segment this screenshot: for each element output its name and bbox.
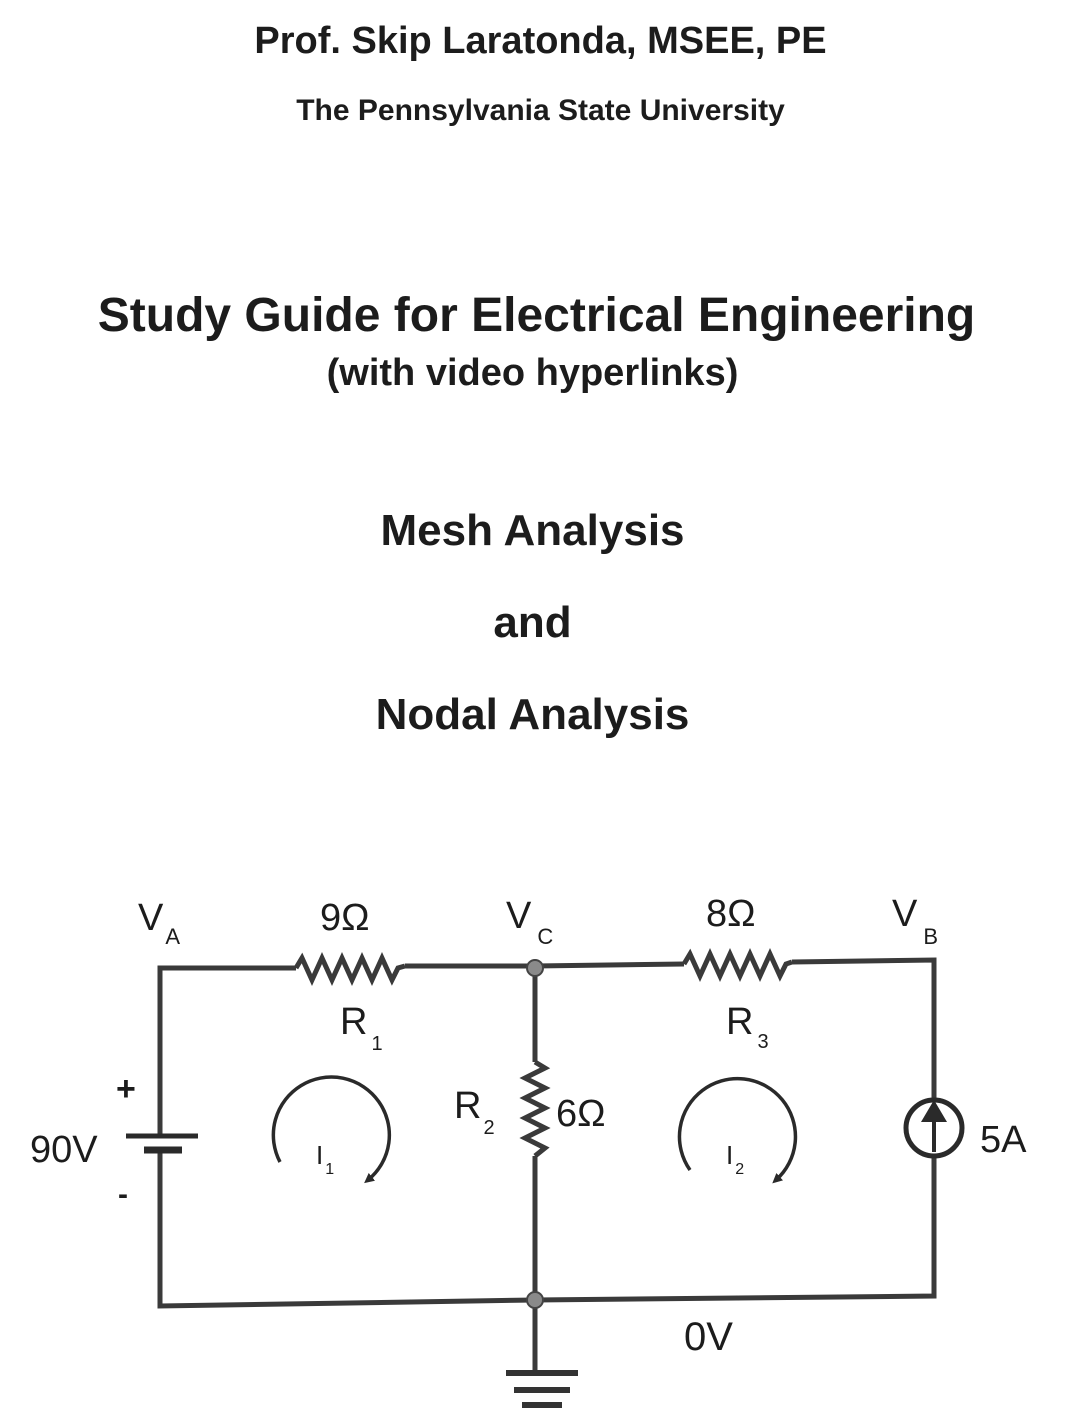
voltage-source-symbol <box>126 1133 198 1154</box>
wire-vc-r3 <box>534 961 685 969</box>
node-vc-dot <box>526 959 544 977</box>
voltage-source-plus: + <box>116 1070 136 1108</box>
mesh-current-i1-arrow-icon <box>271 1075 392 1184</box>
voltage-source-value: 90V <box>30 1129 98 1171</box>
topic-mesh-analysis: Mesh Analysis <box>380 506 685 555</box>
resistor-r1-label: R1 <box>340 1001 383 1055</box>
resistor-r2-label: R2 <box>454 1085 495 1139</box>
current-source-symbol <box>903 1097 965 1159</box>
wire-va <box>157 965 296 1134</box>
node-va-label: VA <box>138 897 180 949</box>
topic-nodal-analysis: Nodal Analysis <box>375 690 690 739</box>
resistor-r3-symbol <box>681 947 793 983</box>
resistor-r1-value: 9Ω <box>320 897 370 939</box>
resistor-r2-symbol <box>519 1059 551 1158</box>
ground-icon <box>506 1370 578 1408</box>
current-source-value: 5A <box>980 1119 1027 1161</box>
document-title: Study Guide for Electrical Engineering <box>97 289 976 342</box>
topic-conjunction: and <box>493 598 572 647</box>
resistor-r3-value: 8Ω <box>706 893 756 935</box>
mesh-current-i2-arrow-icon <box>677 1076 798 1184</box>
affiliation: The Pennsylvania State University <box>296 94 785 127</box>
node-vb-label: VB <box>892 893 938 949</box>
wire-vb <box>791 957 937 1100</box>
resistor-r2-value: 6Ω <box>556 1093 606 1135</box>
voltage-source-minus: - <box>118 1178 128 1211</box>
resistor-r1-symbol <box>293 951 406 987</box>
document-subtitle: (with video hyperlinks) <box>326 352 739 394</box>
ground-voltage-label: 0V <box>684 1315 733 1359</box>
author-name: Prof. Skip Laratonda, MSEE, PE <box>254 20 827 62</box>
wire-bottom <box>157 1152 937 1309</box>
node-ground-dot <box>526 1291 544 1309</box>
